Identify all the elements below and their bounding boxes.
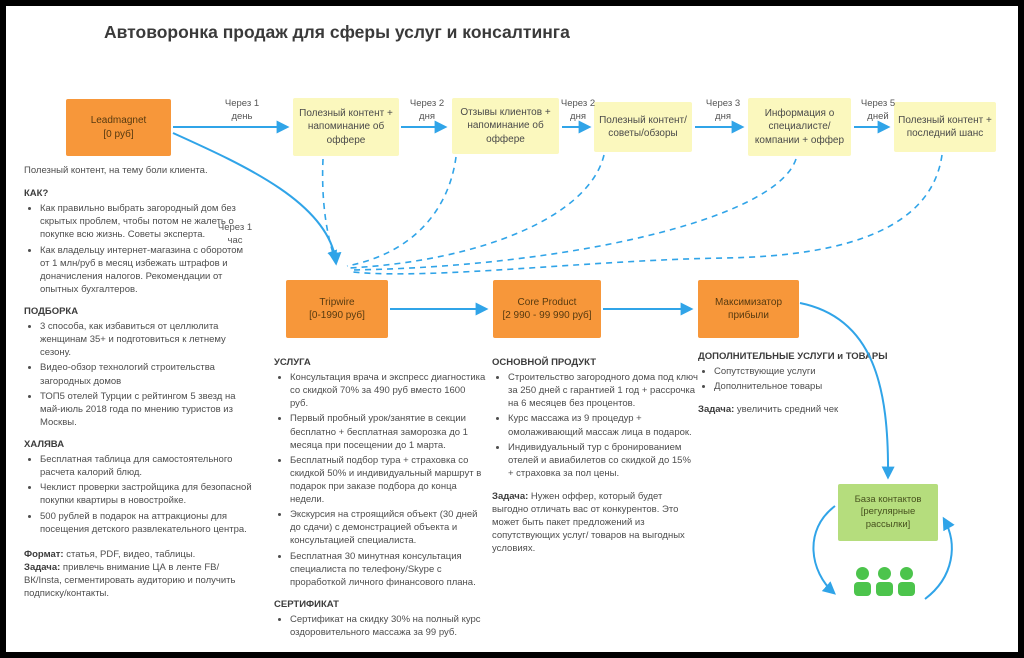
bullet-item: Сертификат на скидку 30% на полный курс … <box>290 613 486 639</box>
person-icon <box>898 567 915 596</box>
bullet-list: 3 способа, как избавиться от целлюлита ж… <box>24 320 252 429</box>
dashed-arrow-email4-tripwire <box>350 158 797 271</box>
audience-icons <box>854 567 915 596</box>
section-heading: ДОПОЛНИТЕЛЬНЫЕ УСЛУГИ и ТОВАРЫ <box>698 351 888 362</box>
node-core-product[interactable]: Core Product [2 990 - 99 990 руб] <box>493 280 601 338</box>
bullet-item: Индивидуальный тур с бронированием отеле… <box>508 441 698 480</box>
leadmagnet-notes: Полезный контент, на тему боли клиента. … <box>24 164 252 600</box>
dashed-arrow-email1-tripwire <box>321 158 338 261</box>
node-email-2[interactable]: Отзывы клиентов + напоминание об оффере <box>452 98 559 154</box>
section-heading: ПОДБОРКА <box>24 305 79 317</box>
bullet-item: Курс массажа из 9 процедур + омолаживающ… <box>508 412 698 438</box>
node-price: [0-1990 руб] <box>309 310 365 321</box>
arrow-contacts-audience <box>812 505 836 595</box>
node-email-4[interactable]: Информация о специалисте/ компании + офф… <box>748 98 851 156</box>
bullet-list: Как правильно выбрать загородный дом без… <box>24 202 252 296</box>
dashed-arrow-email5-tripwire <box>352 154 943 275</box>
section-heading: ОСНОВНОЙ ПРОДУКТ <box>492 357 597 368</box>
bullet-item: 3 способа, как избавиться от целлюлита ж… <box>40 320 252 359</box>
bullet-item: ТОП5 отелей Турции с рейтингом 5 звезд н… <box>40 390 252 429</box>
node-profit-maximizer[interactable]: Максимизатор прибыли <box>698 280 799 338</box>
person-icon <box>854 567 871 596</box>
delay-label-5: Через 5 дней <box>860 98 896 122</box>
node-title: Максимизатор <box>714 296 783 308</box>
bullet-item: Бесплатная 30 минутная консультация спец… <box>290 550 486 589</box>
task-line: Задача: привлечь внимание ЦА в ленте FB/… <box>24 561 236 600</box>
bullet-item: Дополнительное товары <box>714 380 890 393</box>
task-line: Задача: увеличить средний чек <box>698 404 839 416</box>
node-price: [0 руб] <box>103 128 134 140</box>
node-title: Leadmagnet <box>90 115 147 127</box>
bullet-list: Бесплатная таблица для самостоятельного … <box>24 453 252 536</box>
delay-label-4: Через 3 дня <box>705 98 741 122</box>
bullet-list: Сопутствующие услугиДополнительное товар… <box>698 365 890 393</box>
node-email-5[interactable]: Полезный контент + последний шанс <box>894 102 996 152</box>
format-line: Формат: статья, PDF, видео, таблицы. <box>24 548 196 560</box>
bullet-item: Первый пробный урок/занятие в секции бес… <box>290 412 486 451</box>
section-heading: КАК? <box>24 188 49 200</box>
delay-label-3: Через 2 дня <box>560 98 596 122</box>
bullet-item: Видео-обзор технологий строительства заг… <box>40 361 252 387</box>
tripwire-notes: УСЛУГА Консультация врача и экспресс диа… <box>274 356 486 652</box>
node-price: прибыли <box>728 310 769 321</box>
bullet-item: Экскурсия на строящийся объект (30 дней … <box>290 508 486 547</box>
bullet-item: Консультация врача и экспресс диагностик… <box>290 371 486 410</box>
node-title: Tripwire <box>319 296 355 308</box>
dashed-arrow-email2-tripwire <box>346 156 457 267</box>
bullet-item: Чеклист проверки застройщика для безопас… <box>40 481 252 507</box>
node-email-3[interactable]: Полезный контент/ советы/обзоры <box>594 102 692 152</box>
node-email-1[interactable]: Полезный контент + напоминание об оффере <box>293 98 399 156</box>
node-title: Core Product <box>517 296 577 308</box>
node-price: [2 990 - 99 990 руб] <box>502 310 592 321</box>
diagram-title: Автоворонка продаж для сферы услуг и кон… <box>104 22 570 42</box>
bullet-item: Строительство загородного дома под ключ … <box>508 371 698 410</box>
bullet-list: Консультация врача и экспресс диагностик… <box>274 371 486 589</box>
dashed-arrow-email3-tripwire <box>348 154 605 269</box>
person-icon <box>876 567 893 596</box>
node-tripwire[interactable]: Tripwire [0-1990 руб] <box>286 280 388 338</box>
section-heading: ХАЛЯВА <box>24 438 65 450</box>
bullet-list: Сертификат на скидку 30% на полный курс … <box>274 613 486 639</box>
node-contact-base[interactable]: База контактов [регулярные рассылки] <box>838 484 938 541</box>
bullet-item: Бесплатная таблица для самостоятельного … <box>40 453 252 479</box>
bullet-item: Как владельцу интернет-магазина с оборот… <box>40 244 252 296</box>
delay-label-2: Через 2 дня <box>409 98 445 122</box>
bullet-item: Сопутствующие услуги <box>714 365 890 378</box>
bullet-list: Строительство загородного дома под ключ … <box>492 371 698 480</box>
bullet-item: Как правильно выбрать загородный дом без… <box>40 202 252 241</box>
task-line: Задача: Нужен оффер, который будет выгод… <box>492 490 685 555</box>
delay-label-1: Через 1 день <box>224 98 260 122</box>
section-heading: УСЛУГА <box>274 357 311 368</box>
bullet-item: 500 рублей в подарок на аттракционы для … <box>40 510 252 536</box>
node-leadmagnet[interactable]: Leadmagnet [0 руб] <box>66 99 171 156</box>
leadmagnet-intro: Полезный контент, на тему боли клиента. <box>24 165 208 176</box>
bullet-item: Бесплатный подбор тура + страховка со ск… <box>290 454 486 506</box>
section-heading: СЕРТИФИКАТ <box>274 598 339 610</box>
maximizer-notes: ДОПОЛНИТЕЛЬНЫЕ УСЛУГИ и ТОВАРЫ Сопутству… <box>698 350 890 416</box>
core-product-notes: ОСНОВНОЙ ПРОДУКТ Строительство загородно… <box>492 356 698 556</box>
